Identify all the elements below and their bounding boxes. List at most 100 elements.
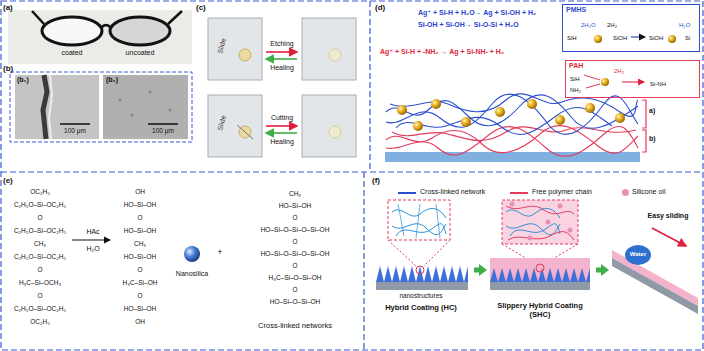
structure-text: C₂H₅O–Si–OC₂H₅ — [14, 305, 66, 312]
structure-text: OH — [135, 188, 145, 195]
photo-label: coated — [61, 49, 82, 57]
divider — [1, 171, 703, 172]
subpanel-label: (b₂) — [106, 76, 118, 84]
sliding-figure: Easy slidingWater — [610, 198, 700, 323]
structure-text: H₃C–Si–O–Si–OH — [269, 274, 322, 281]
slippery-coating — [490, 200, 590, 290]
panel-label: (c) — [196, 3, 206, 12]
node-text: Hybrid Coating (HC) — [372, 304, 470, 313]
node-text: H₂O — [679, 22, 690, 29]
structure-label: Cross-linked networks — [258, 322, 332, 331]
divider — [369, 1, 370, 172]
structure-text: O — [292, 238, 297, 245]
sliding-illustration — [612, 228, 698, 314]
node-text: Water — [630, 251, 646, 258]
structure-text: C₂H₅O–Si–OC₂H₅ — [14, 253, 66, 260]
legend-swatch — [622, 189, 629, 196]
node-text: 2H₂ — [614, 68, 624, 75]
arrow-label: Cutting — [271, 114, 293, 122]
structure-text: C₂H₅O–Si–OC₂H₅ — [14, 227, 66, 234]
structure-text: HO–Si–OH — [124, 305, 157, 312]
flow-arrow — [596, 264, 609, 276]
arrow-label: Healing — [270, 138, 294, 146]
flow-arrow — [474, 264, 487, 276]
structure-text: H₃C–Si–OH — [123, 279, 158, 286]
plus-sign: + — [217, 247, 222, 257]
slide-label: Slide — [216, 114, 228, 131]
structure-text: O — [37, 266, 42, 273]
node-text: PMHS — [566, 6, 586, 14]
arrow-label: Etching — [270, 40, 293, 48]
node-text: PAH — [569, 62, 583, 70]
structure-text: O — [292, 286, 297, 293]
node-text: Si-NH — [650, 81, 666, 88]
node-text: nanostructures — [400, 292, 443, 299]
reagent-label: H₂O — [86, 245, 99, 253]
structure-text: O — [37, 214, 42, 221]
structure-text: OC₂H₅ — [30, 188, 50, 195]
structure-text: O — [292, 262, 297, 269]
structure-text: HO–Si–OH — [124, 201, 157, 208]
arrow-head — [479, 264, 487, 276]
divider — [363, 172, 364, 350]
legend-line — [398, 192, 416, 194]
photo-label: uncoated — [126, 49, 155, 57]
structure-text: O — [137, 214, 142, 221]
structure-text: CH₃ — [34, 240, 46, 247]
reaction-equation: Ag⁺ + Si-H + H₂O→ Ag + Si-OH + H₂ — [418, 9, 536, 17]
panel-label: (d) — [375, 3, 385, 12]
structure-text: O — [137, 292, 142, 299]
arrow-head — [601, 264, 609, 276]
layer-label: b) — [649, 135, 656, 143]
node-text: Si — [685, 35, 690, 42]
legend-text: Free polymer chain — [532, 188, 592, 196]
structure-text: HO–Si–O–Si–O–Si–OH — [261, 226, 330, 233]
structure-text: OH — [135, 318, 145, 325]
node-text: SiOH — [649, 35, 663, 42]
slide-photos — [208, 18, 356, 157]
scale-bar-label: 100 μm — [64, 127, 86, 134]
node-text: SiOH — [613, 35, 627, 42]
particle-label: Nanosilica — [176, 270, 208, 278]
structure-text: H₃C–Si–OCH₃ — [19, 279, 61, 286]
reaction-equation: Ag⁺ + Si-H + -NH₂ → Ag + Si-NH- + H₂ — [380, 48, 504, 56]
slide-label: Slide — [216, 37, 228, 54]
structure-text: HO–Si–OH — [279, 202, 312, 209]
reaction-equation: Si-OH + Si-OH→ Si-O-Si + H₂O — [418, 21, 519, 29]
structure-text: HO–Si–OH — [124, 253, 157, 260]
structure-text: O — [37, 292, 42, 299]
structure-text: CH₃ — [289, 190, 301, 197]
scale-bar-label: 100 μm — [152, 127, 174, 134]
legend-text: Silicone oil — [632, 188, 665, 196]
microscope-images — [10, 72, 192, 142]
structure-text: HO–Si–OH — [124, 227, 157, 234]
layer-label: a) — [649, 107, 655, 115]
pah-inset-box: PAH SiH NH₂ 2H₂ Si-NH — [565, 60, 700, 98]
node-text: Easy sliding — [648, 212, 689, 220]
arrow-label: Healing — [270, 64, 294, 72]
node-text: SiH — [567, 35, 577, 42]
hybrid-coating — [376, 200, 468, 290]
sol-gel-scheme — [72, 240, 200, 262]
coating-figure: Slippery Hybrid Coating (SHC) — [488, 198, 595, 323]
legend-line — [510, 192, 528, 194]
structure-text: HO–Si–O–Si–O–Si–OH — [261, 250, 330, 257]
structure-text: O — [137, 266, 142, 273]
node-text: NH₂ — [570, 87, 581, 94]
panel-label: (f) — [372, 176, 380, 185]
node-text: SiH — [570, 76, 580, 83]
panel-label: (b) — [3, 64, 13, 73]
structure-text: OC₂H₅ — [30, 318, 50, 325]
reagent-label: HAc — [86, 228, 99, 236]
node-text: 2H₂O — [581, 22, 596, 29]
node-text: 2H₂ — [607, 22, 617, 29]
node-text: Slippery Hybrid Coating (SHC) — [488, 302, 592, 319]
subpanel-label: (b₁) — [17, 76, 29, 84]
structure-text: CH₃ — [134, 240, 146, 247]
coating-figure: nanostructuresHybrid Coating (HC) — [372, 198, 473, 323]
pmhs-inset-box: PMHS SiH 2H₂O 2H₂ SiOH SiOH H₂O Si — [562, 4, 700, 52]
